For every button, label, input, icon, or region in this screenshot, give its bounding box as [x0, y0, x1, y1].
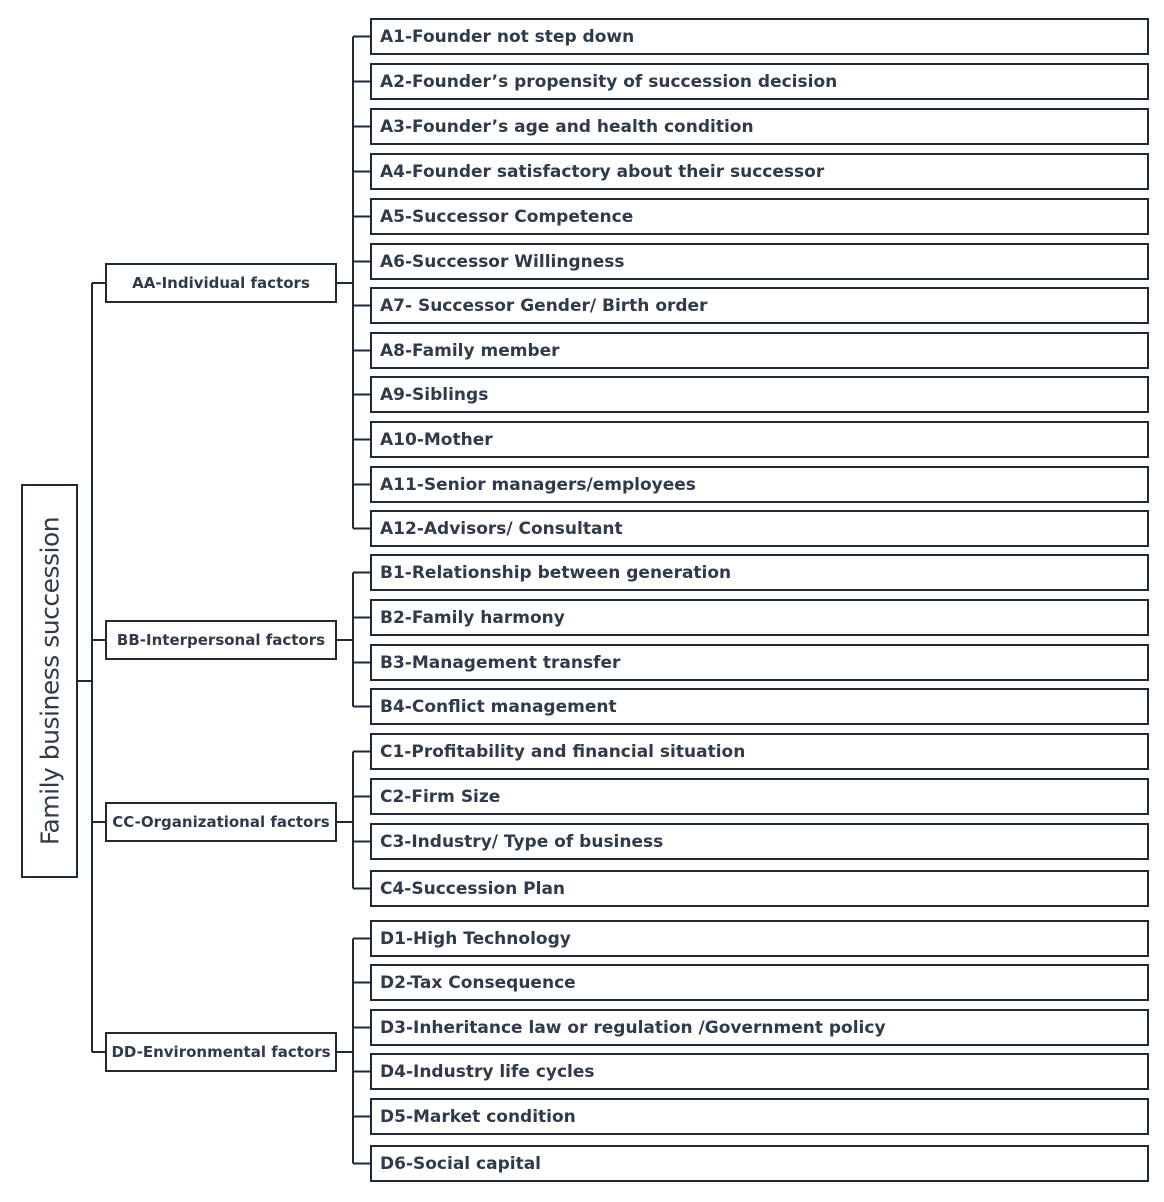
factor-item-label: D4-Industry life cycles: [380, 1061, 595, 1082]
factor-item-label: B4-Conflict management: [380, 696, 617, 717]
factor-item-label: A3-Founder’s age and health condition: [380, 116, 754, 137]
factor-item-label: A5-Successor Competence: [380, 206, 634, 227]
factor-item-label: A11-Senior managers/employees: [380, 474, 696, 495]
factor-item-label: A2-Founder’s propensity of succession de…: [380, 71, 838, 92]
factor-item: C2-Firm Size: [370, 778, 1149, 815]
factor-item-label: B3-Management transfer: [380, 652, 621, 673]
factor-item: A10-Mother: [370, 421, 1149, 458]
factor-item-label: C3-Industry/ Type of business: [380, 831, 664, 852]
factor-item: B1-Relationship between generation: [370, 554, 1149, 591]
factor-item: D5-Market condition: [370, 1098, 1149, 1135]
factor-item: A4-Founder satisfactory about their succ…: [370, 153, 1149, 190]
factor-item-label: C2-Firm Size: [380, 786, 501, 807]
factor-item: A11-Senior managers/employees: [370, 466, 1149, 503]
factor-item: A5-Successor Competence: [370, 198, 1149, 235]
factor-item-label: B2-Family harmony: [380, 607, 565, 628]
category-node: AA-Individual factors: [105, 263, 337, 303]
factor-item-label: D5-Market condition: [380, 1106, 576, 1127]
factor-item-label: D2-Tax Consequence: [380, 972, 576, 993]
category-label: DD-Environmental factors: [111, 1042, 331, 1061]
factor-item-label: B1-Relationship between generation: [380, 562, 732, 583]
factor-item-label: D1-High Technology: [380, 928, 571, 949]
factor-item: A7- Successor Gender/ Birth order: [370, 287, 1149, 324]
factor-item: A12-Advisors/ Consultant: [370, 510, 1149, 547]
factor-item: C4-Succession Plan: [370, 870, 1149, 907]
category-label: AA-Individual factors: [132, 273, 310, 292]
factor-item: A3-Founder’s age and health condition: [370, 108, 1149, 145]
category-label: BB-Interpersonal factors: [116, 630, 326, 649]
factor-item: B2-Family harmony: [370, 599, 1149, 636]
factor-item-label: A12-Advisors/ Consultant: [380, 518, 623, 539]
factor-item: B3-Management transfer: [370, 644, 1149, 681]
category-node: BB-Interpersonal factors: [105, 620, 337, 660]
factor-item: A8-Family member: [370, 332, 1149, 369]
factor-item: D1-High Technology: [370, 920, 1149, 957]
factor-item: B4-Conflict management: [370, 688, 1149, 725]
factor-item-label: C1-Profitability and financial situation: [380, 741, 746, 762]
category-node: CC-Organizational factors: [105, 802, 337, 842]
factor-item: A6-Successor Willingness: [370, 243, 1149, 280]
factor-item: D6-Social capital: [370, 1145, 1149, 1182]
factor-item: C3-Industry/ Type of business: [370, 823, 1149, 860]
factor-item-label: A7- Successor Gender/ Birth order: [380, 295, 708, 316]
factor-item: D3-Inheritance law or regulation /Govern…: [370, 1009, 1149, 1046]
category-node: DD-Environmental factors: [105, 1032, 337, 1072]
category-label: CC-Organizational factors: [112, 812, 330, 831]
root-label: Family business succession: [35, 516, 64, 846]
factor-item-label: A10-Mother: [380, 429, 493, 450]
factor-item-label: A6-Successor Willingness: [380, 251, 625, 272]
factor-item-label: A8-Family member: [380, 340, 560, 361]
factor-item-label: C4-Succession Plan: [380, 878, 566, 899]
factor-item: C1-Profitability and financial situation: [370, 733, 1149, 770]
factor-item-label: A1-Founder not step down: [380, 26, 635, 47]
factor-item: A9-Siblings: [370, 376, 1149, 413]
factor-item: D4-Industry life cycles: [370, 1053, 1149, 1090]
factor-item-label: A4-Founder satisfactory about their succ…: [380, 161, 825, 182]
factor-item: A1-Founder not step down: [370, 18, 1149, 55]
factor-item: D2-Tax Consequence: [370, 964, 1149, 1001]
root-node: Family business succession: [21, 484, 78, 878]
factor-item: A2-Founder’s propensity of succession de…: [370, 63, 1149, 100]
factor-item-label: D3-Inheritance law or regulation /Govern…: [380, 1017, 886, 1038]
factor-item-label: A9-Siblings: [380, 384, 489, 405]
factor-item-label: D6-Social capital: [380, 1153, 542, 1174]
